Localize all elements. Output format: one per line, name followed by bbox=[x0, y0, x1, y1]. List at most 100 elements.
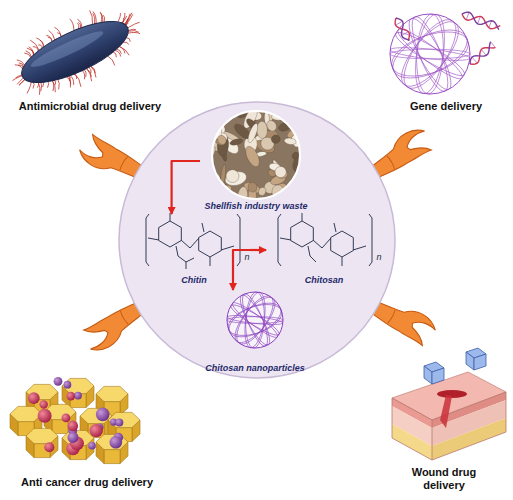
flagellum bbox=[84, 70, 86, 77]
drug-particle bbox=[38, 409, 52, 423]
structure-node: Chitosan nanoparticles bbox=[200, 290, 310, 374]
shell-piece bbox=[224, 168, 240, 184]
application-label: Antimicrobial drug delivery bbox=[4, 100, 176, 113]
flagellum bbox=[69, 76, 71, 87]
flagellum bbox=[89, 68, 91, 74]
flagellum bbox=[119, 46, 129, 55]
node-label: Chitin bbox=[181, 275, 207, 286]
flagellum bbox=[126, 38, 130, 42]
flagellum bbox=[128, 32, 140, 33]
structure-node: Chitosan bbox=[266, 214, 382, 286]
bond bbox=[353, 246, 366, 250]
flagellum bbox=[100, 13, 101, 23]
skin-outline bbox=[392, 392, 506, 460]
flagellum bbox=[78, 23, 80, 29]
sugar-ring bbox=[291, 221, 314, 247]
shell-piece bbox=[229, 138, 243, 147]
flagellum bbox=[42, 82, 43, 87]
flagellum bbox=[82, 71, 84, 80]
flagellum bbox=[90, 10, 93, 24]
drug-particle bbox=[110, 436, 123, 449]
dna-strand bbox=[396, 18, 410, 40]
bacterium-body bbox=[14, 9, 136, 94]
photo-ground bbox=[212, 111, 300, 199]
claw-joint bbox=[120, 311, 128, 325]
dna-strand bbox=[470, 42, 491, 64]
flagellum bbox=[27, 82, 31, 94]
chemical-structures bbox=[146, 213, 372, 269]
flagellum bbox=[93, 11, 96, 23]
sphere-strand bbox=[392, 13, 468, 95]
sphere-strand bbox=[228, 291, 281, 348]
sugar-ring bbox=[159, 221, 182, 247]
claw-joint bbox=[119, 156, 127, 170]
nano-cube bbox=[424, 362, 444, 384]
process-arrow bbox=[172, 161, 200, 214]
flagellum bbox=[108, 56, 115, 65]
application-label: Anti cancer drug delivery bbox=[4, 476, 170, 489]
flagellum bbox=[48, 82, 49, 88]
sphere-strand bbox=[224, 298, 286, 341]
sphere-strand bbox=[415, 13, 446, 94]
shell-piece bbox=[214, 100, 239, 122]
drug-particle bbox=[64, 381, 72, 389]
shell-piece bbox=[271, 134, 281, 144]
flagellum bbox=[37, 83, 38, 88]
bond bbox=[186, 262, 187, 269]
repeat-unit bbox=[278, 213, 372, 266]
flagellum bbox=[55, 27, 62, 36]
cancer-cells bbox=[10, 377, 140, 464]
flagellum bbox=[19, 80, 25, 86]
bacterium bbox=[13, 9, 141, 94]
flagellum bbox=[46, 35, 52, 41]
cube-face bbox=[466, 352, 474, 370]
shell-piece bbox=[209, 103, 229, 122]
drug-particle bbox=[28, 392, 40, 404]
flagellum bbox=[30, 40, 39, 50]
shell-piece bbox=[246, 122, 260, 144]
flagellum bbox=[103, 15, 105, 22]
cube-face bbox=[474, 354, 486, 370]
drug-particle bbox=[90, 424, 103, 437]
flagellum bbox=[113, 52, 116, 57]
flagellum bbox=[128, 29, 136, 30]
prism-top bbox=[62, 378, 94, 393]
photo-rim bbox=[212, 111, 300, 199]
flagellum bbox=[69, 76, 70, 81]
flagellum bbox=[87, 69, 92, 77]
flagellum bbox=[126, 14, 133, 25]
cell-prism bbox=[26, 428, 58, 457]
sphere-strand bbox=[230, 291, 280, 350]
drug-particle bbox=[67, 392, 76, 401]
sphere-strand bbox=[392, 27, 468, 81]
flagellum bbox=[38, 45, 42, 48]
sphere-strand bbox=[386, 23, 474, 85]
drug-particle bbox=[115, 419, 123, 427]
bond bbox=[170, 213, 171, 221]
shell-piece bbox=[257, 186, 267, 196]
process-arrow bbox=[233, 250, 266, 290]
bond bbox=[178, 256, 194, 262]
shellfish-photo bbox=[203, 100, 302, 208]
bond bbox=[176, 246, 178, 256]
flagellum bbox=[40, 82, 41, 91]
drug-particle bbox=[54, 377, 63, 386]
flagellum bbox=[70, 19, 74, 31]
bond bbox=[210, 257, 211, 266]
sphere-strand bbox=[238, 291, 273, 348]
flagellum bbox=[128, 31, 139, 33]
bacterium-shine bbox=[28, 27, 106, 72]
sphere-strand bbox=[228, 301, 281, 339]
flagellum bbox=[27, 48, 34, 54]
application-label: Gene delivery bbox=[385, 100, 507, 113]
base-pair bbox=[396, 21, 403, 25]
skin-fat bbox=[392, 424, 432, 460]
bond bbox=[146, 214, 149, 266]
flagellum bbox=[128, 22, 140, 28]
dna-strand bbox=[462, 12, 499, 30]
sphere-strand bbox=[394, 12, 465, 96]
flagellum bbox=[38, 83, 40, 95]
